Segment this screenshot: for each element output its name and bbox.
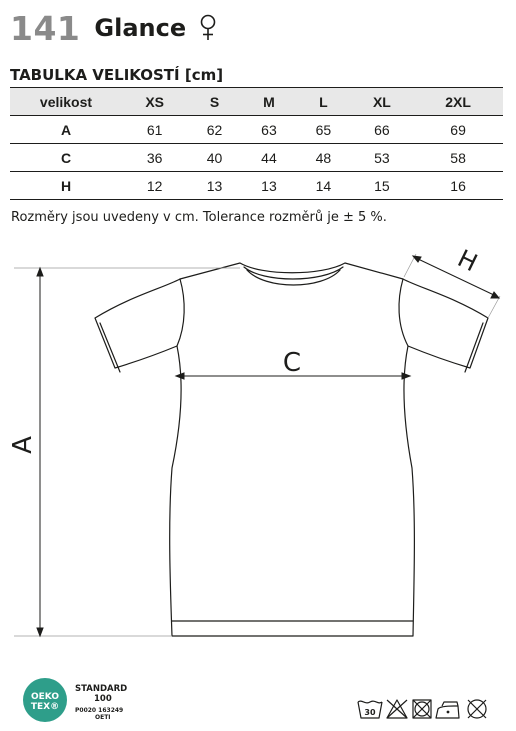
size-table-title: TABULKA VELIKOSTÍ [cm]: [10, 66, 224, 84]
iron-low-icon: [435, 701, 460, 719]
row-label: H: [10, 171, 122, 200]
dimension-a-label: A: [8, 436, 38, 454]
column-header: velikost: [10, 87, 122, 116]
certification-code: P0020 163249: [75, 707, 124, 714]
column-header: XL: [350, 87, 414, 116]
table-cell: 13: [241, 171, 297, 200]
table-cell: 53: [350, 143, 414, 172]
oeko-tex-logo: OEKO TEX®: [23, 678, 67, 722]
table-cell: 66: [350, 115, 414, 144]
table-cell: 13: [187, 171, 242, 200]
table-row: H 12 13 13 14 15 16: [10, 171, 503, 200]
no-tumble-dry-icon: [412, 699, 432, 719]
size-table-header-row: velikost XS S M L XL 2XL: [10, 87, 503, 116]
table-cell: 14: [296, 171, 351, 200]
certification-number: 100: [94, 694, 112, 704]
column-header: S: [187, 87, 242, 116]
column-header: XS: [122, 87, 188, 116]
table-cell: 40: [187, 143, 242, 172]
table-row: A 61 62 63 65 66 69: [10, 115, 503, 144]
row-label: C: [10, 143, 122, 172]
table-cell: 12: [122, 171, 188, 200]
svg-text:30: 30: [364, 708, 376, 717]
no-bleach-icon: [386, 699, 408, 719]
oeko-tex-text: STANDARD 100 P0020 163249 OETI: [75, 684, 127, 721]
table-cell: 36: [122, 143, 188, 172]
table-row: C 36 40 44 48 53 58: [10, 143, 503, 172]
column-header: 2XL: [413, 87, 503, 116]
table-cell: 69: [413, 115, 503, 144]
dimension-c-label: C: [283, 348, 301, 378]
product-name: Glance: [94, 14, 187, 42]
table-cell: 62: [187, 115, 242, 144]
table-cell: 44: [241, 143, 297, 172]
row-label: A: [10, 115, 122, 144]
svg-text:OEKO: OEKO: [31, 692, 59, 702]
no-dry-clean-icon: [467, 699, 487, 719]
size-table: velikost XS S M L XL 2XL A 61 62 63 65 6…: [10, 87, 503, 200]
certification-standard: STANDARD: [75, 684, 128, 694]
tshirt-measurement-diagram: A C H: [8, 244, 501, 638]
dimension-h-label: H: [453, 244, 481, 277]
table-cell: 48: [296, 143, 351, 172]
product-header: 141 Glance: [10, 8, 216, 48]
product-code: 141: [10, 8, 81, 48]
tolerance-note: Rozměry jsou uvedeny v cm. Tolerance roz…: [11, 210, 387, 225]
care-symbols: 30: [357, 699, 487, 719]
dimension-h-line: [415, 257, 497, 297]
column-header: M: [241, 87, 297, 116]
svg-text:TEX®: TEX®: [31, 702, 59, 712]
certification-institute: OETI: [95, 714, 111, 721]
female-symbol-icon: [200, 14, 216, 40]
table-cell: 65: [296, 115, 351, 144]
table-cell: 58: [413, 143, 503, 172]
table-cell: 63: [241, 115, 297, 144]
tshirt-outline: [94, 262, 489, 637]
column-header: L: [296, 87, 351, 116]
table-cell: 16: [413, 171, 503, 200]
table-cell: 61: [122, 115, 188, 144]
wash-30-icon: [357, 700, 383, 719]
table-cell: 15: [350, 171, 414, 200]
